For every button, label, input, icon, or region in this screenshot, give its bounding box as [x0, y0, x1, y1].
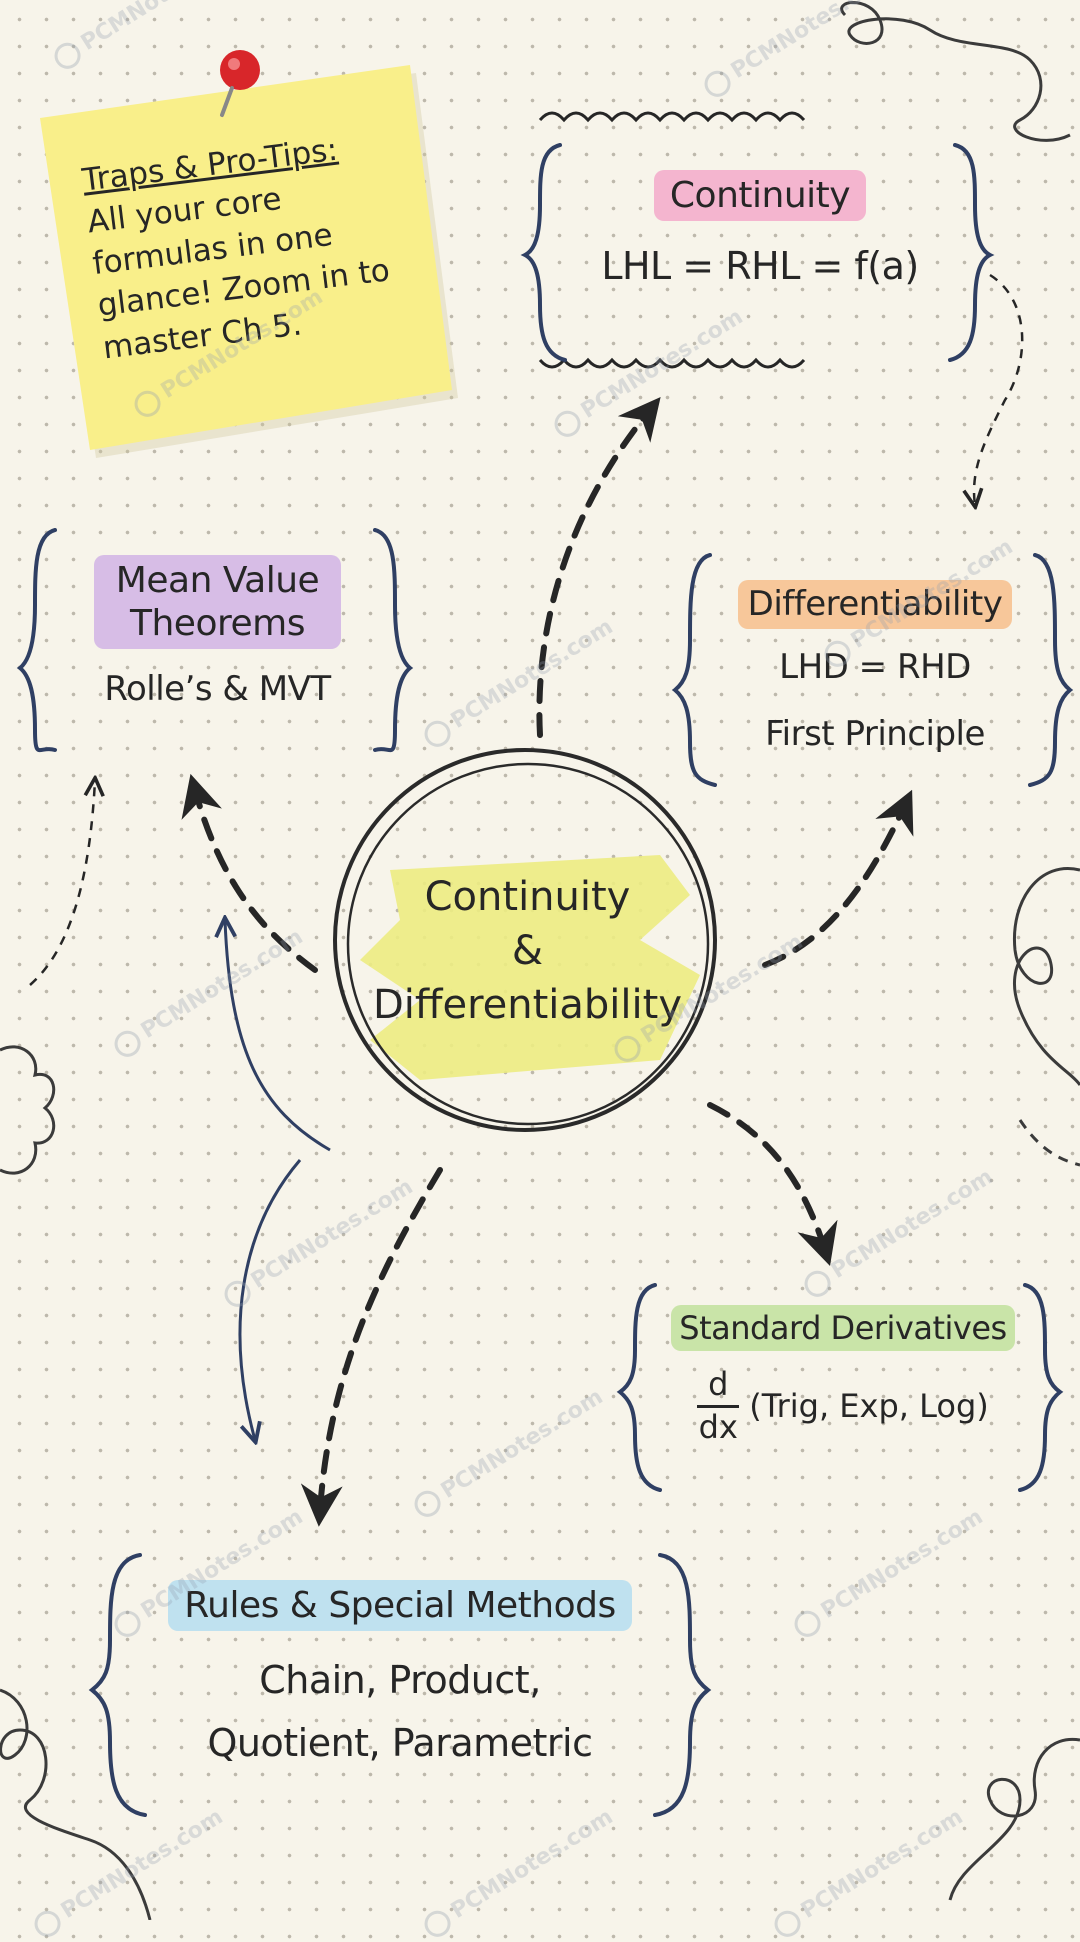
derivative-fraction: d dx	[697, 1365, 740, 1446]
mean-value-node: Mean Value Theorems Rolle’s & MVT	[55, 555, 380, 715]
standard-derivatives-title: Standard Derivatives	[671, 1305, 1015, 1352]
differentiability-node: Differentiability LHD = RHD First Princi…	[705, 580, 1045, 759]
differentiability-title: Differentiability	[737, 580, 1013, 629]
center-topic-line: &	[511, 928, 544, 974]
doodle-bottom-left-spiral	[0, 1688, 152, 1920]
mean-value-body: Rolle’s & MVT	[104, 669, 331, 710]
center-topic-line: Differentiability	[372, 982, 682, 1028]
rules-line: Quotient, Parametric	[207, 1721, 594, 1766]
center-circle-outer	[333, 748, 717, 1132]
rules-title: Rules & Special Methods	[168, 1580, 632, 1632]
fraction-bar	[697, 1404, 740, 1408]
standard-derivatives-list: (Trig, Exp, Log)	[749, 1387, 989, 1426]
rules-line: Chain, Product,	[259, 1658, 541, 1703]
doodle-bottom-right-swirl	[948, 1737, 1080, 1901]
mean-value-title-line: Theorems	[130, 603, 305, 645]
connector-to-differentiability	[762, 789, 914, 968]
differentiability-line: LHD = RHD	[779, 646, 971, 687]
continuity-title: Continuity	[653, 170, 867, 222]
doodle-right-loop	[1012, 867, 1080, 1086]
sticky-note-shape	[40, 50, 458, 458]
connector-to-mean-value	[181, 773, 318, 973]
center-highlight	[360, 855, 700, 1080]
doodle-right-dashed-curve	[1018, 1119, 1080, 1167]
differentiability-line: First Principle	[765, 714, 985, 755]
connector-to-standard-derivatives	[707, 1102, 838, 1267]
fraction-numerator: d	[708, 1365, 729, 1404]
doodle-top-right	[840, 1, 1071, 142]
connector-left-dashed-to-mean-value	[29, 780, 95, 986]
continuity-wavy-top	[538, 111, 806, 123]
connector-to-continuity	[536, 396, 661, 738]
connector-to-rules	[300, 1167, 443, 1527]
connector-continuity-to-differentiability	[974, 273, 1024, 505]
doodle-left-scallop	[0, 1045, 56, 1175]
standard-derivatives-node: Standard Derivatives d dx (Trig, Exp, Lo…	[648, 1305, 1038, 1445]
rules-node: Rules & Special Methods Chain, Product, …	[130, 1580, 670, 1771]
continuity-node: Continuity LHL = RHL = f(a)	[555, 170, 965, 294]
connector-to-rules-arc	[238, 1159, 302, 1440]
pushpin-icon	[220, 50, 260, 90]
sticky-note: Traps & Pro-Tips: All your core formulas…	[80, 117, 453, 369]
fraction-denominator: dx	[698, 1407, 738, 1446]
mean-value-title-line: Mean Value	[115, 560, 320, 601]
continuity-formula: LHL = RHL = f(a)	[601, 244, 919, 289]
mean-value-title: Mean Value Theorems	[93, 555, 342, 650]
center-topic-line: Continuity	[424, 874, 631, 920]
brace-shapes	[16, 143, 1074, 1817]
connector-rules-mean-value-arc	[225, 920, 331, 1152]
standard-derivatives-body: d dx (Trig, Exp, Log)	[648, 1367, 1038, 1444]
center-circle-inner	[346, 762, 710, 1126]
center-topic: Continuity & Differentiability	[340, 870, 715, 1032]
continuity-wavy-bottom	[538, 357, 806, 369]
